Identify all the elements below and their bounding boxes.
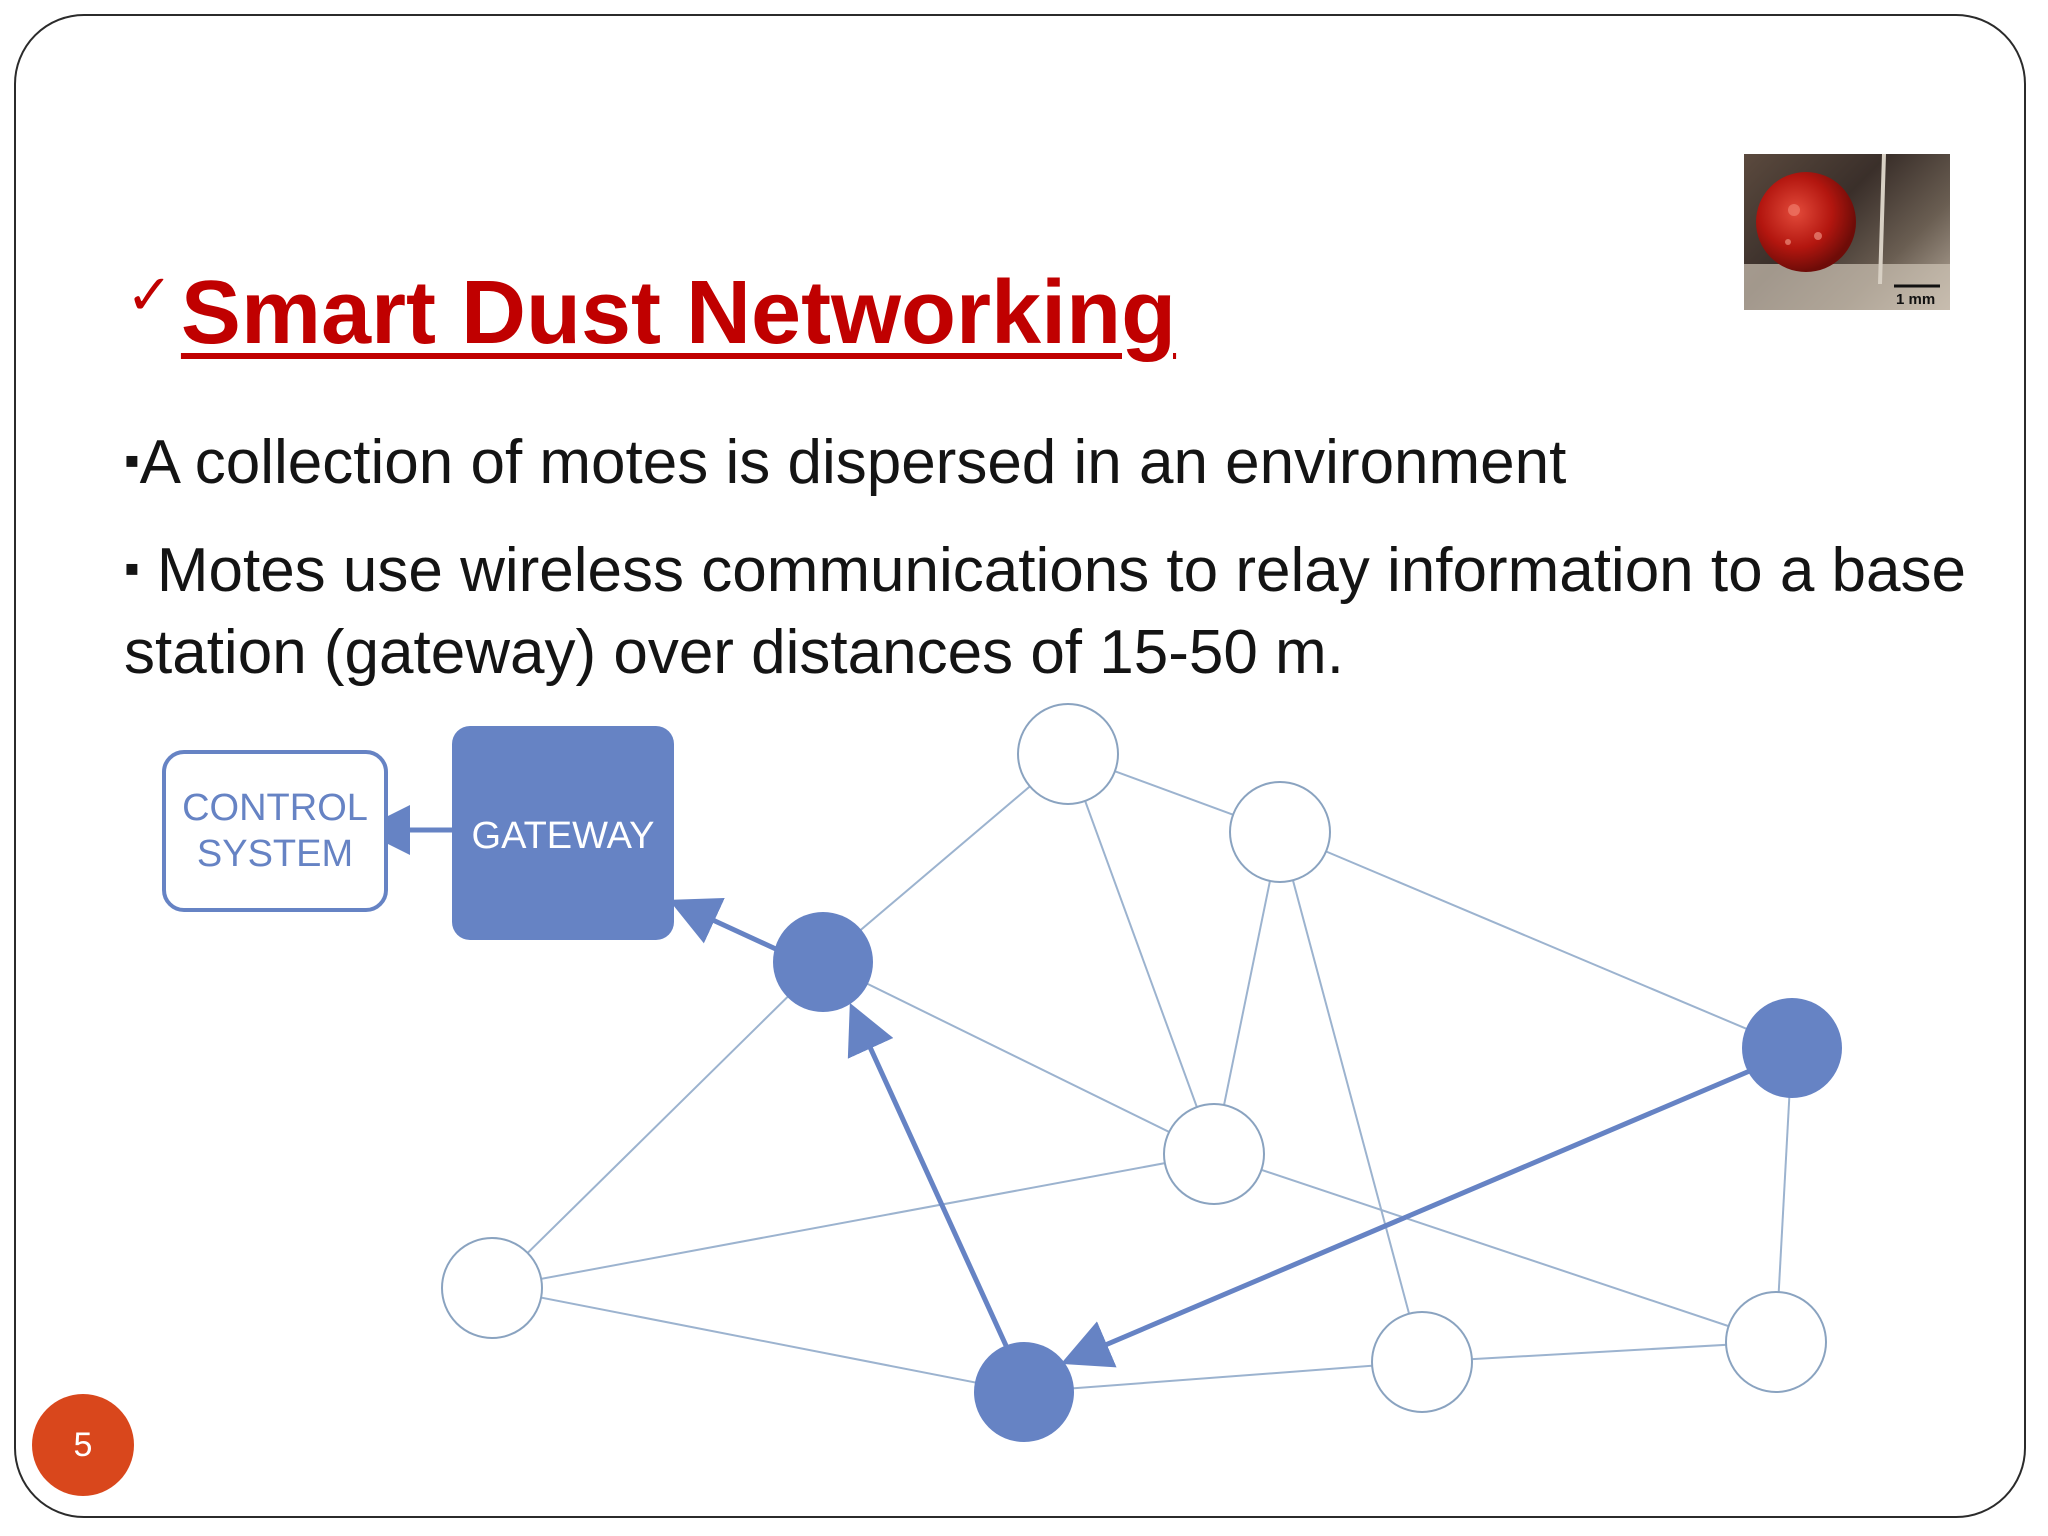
control-system-label-line-1: CONTROL (182, 787, 368, 829)
active-mote-node (1742, 998, 1842, 1098)
link (1023, 1361, 1423, 1393)
active-nodes (773, 912, 1842, 1442)
bullet-marker: ▪ (124, 436, 140, 485)
mote-node (441, 1237, 543, 1339)
mote-node (1163, 1103, 1265, 1205)
link (822, 753, 1069, 963)
link (491, 1153, 1215, 1289)
bullet-text-1: A collection of motes is dispersed in an… (139, 428, 1567, 497)
link (822, 961, 1215, 1155)
bullet-marker: ▪ (124, 544, 140, 593)
mote-node (1371, 1311, 1473, 1413)
link (491, 961, 824, 1289)
relay-arrow (668, 898, 780, 953)
scale-label: 1 mm (1896, 291, 1935, 308)
control-system-box (162, 750, 388, 912)
relay-arrow (1060, 1067, 1753, 1368)
smart-dust-photo: 1 mm (1744, 154, 1950, 310)
idle-nodes (441, 703, 1827, 1413)
link (491, 1287, 1025, 1393)
slide-title: Smart Dust Networking (180, 263, 1177, 363)
page-number: 5 (73, 1425, 93, 1464)
gateway-label: GATEWAY (472, 815, 655, 857)
check-icon: ✓ (126, 263, 173, 328)
link (1213, 1153, 1777, 1343)
bullet-text-2: Motes use wireless communications to rel… (124, 536, 1966, 687)
page-number-badge: 5 (32, 1394, 134, 1496)
gateway-box (452, 726, 674, 940)
link (1279, 831, 1423, 1363)
mote-node (1017, 703, 1119, 805)
title-row: ✓ Smart Dust Networking (126, 238, 1177, 363)
mote-node (1725, 1291, 1827, 1393)
link (1067, 753, 1215, 1155)
relay-arrows (360, 805, 1753, 1368)
relay-arrow (847, 1002, 1011, 1352)
bullet-item: ▪A collection of motes is dispersed in a… (124, 420, 2024, 504)
active-mote-node (974, 1342, 1074, 1442)
mote-node (1229, 781, 1331, 883)
active-mote-node (773, 912, 873, 1012)
link (1421, 1341, 1777, 1363)
bullet-list: ▪A collection of motes is dispersed in a… (124, 420, 2024, 718)
link (1279, 831, 1793, 1049)
control-system-label-line-2: SYSTEM (197, 833, 353, 875)
bullet-item: ▪ Motes use wireless communications to r… (124, 528, 2024, 694)
link (1213, 831, 1281, 1155)
